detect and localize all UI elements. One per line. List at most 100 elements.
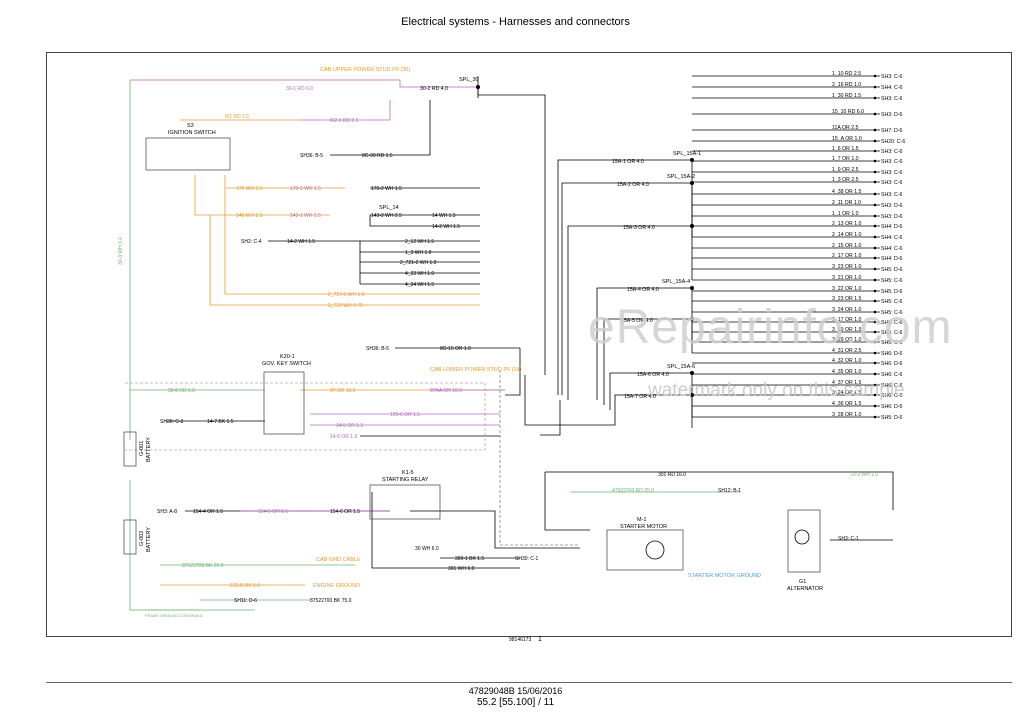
starter-motor-box <box>606 529 684 571</box>
wire-terminal-dot <box>873 96 877 100</box>
battery-1-label: BATTERY <box>146 437 152 462</box>
wire-label: I62-1 RD 2.5 <box>330 118 359 124</box>
wire-terminal-dot <box>873 139 877 143</box>
sheet-ref: SH6: D-6 <box>881 361 902 367</box>
sheet-ref: SH3: C-6 <box>881 96 902 102</box>
trunk-label: 15A-7 OR 4.0 <box>624 394 656 400</box>
sheet-ref: SH5: C-6 <box>881 330 902 336</box>
wire-140 <box>194 175 330 216</box>
wire-label: 2_721-2 WH 1.0 <box>400 260 437 266</box>
wire-id: 3_22 OR 1.0 <box>832 286 862 292</box>
wire-id: 4_32 OR 1.0 <box>832 358 862 364</box>
wire-terminal-dot <box>873 246 877 250</box>
sheet-ref: SH3: D-6 <box>881 112 902 118</box>
wire-label: 170-1 WH 1.5 <box>290 186 321 192</box>
wire-id: 3_17 OR 1.0 <box>832 317 862 323</box>
trunk-15a2 <box>561 182 692 395</box>
footer-page-ref: 55.2 [55.100] / 11 <box>476 697 555 708</box>
wire-label: 143-1 WH 1.5 <box>290 213 321 219</box>
trunk-15a4 <box>596 287 692 400</box>
starting-relay-box <box>369 484 441 520</box>
sheet-ref: SH3: C-6 <box>881 149 902 155</box>
wire-label: 14-2 WH 1.5 <box>287 239 315 245</box>
sheet-ref: SH4: D-6 <box>881 224 902 230</box>
wire-label: SH30: C-3 <box>160 419 184 425</box>
wire-301rd-top <box>545 471 894 510</box>
wire-label: 14-6 OR 1.5 <box>330 434 357 440</box>
trunk-15a7 <box>524 375 692 426</box>
wire-terminal-dot <box>873 415 877 419</box>
wire-terminal-dot <box>873 310 877 314</box>
wire-label: 170-2 WH 1.5 <box>371 186 402 192</box>
wire-30wh-b <box>371 492 520 569</box>
wire-label: 154-5 OR 1.5 <box>258 509 288 515</box>
splice-dot <box>690 317 694 321</box>
sheet-ref: SH5: C-6 <box>881 320 902 326</box>
trunk-15a1 <box>557 159 692 395</box>
wire-label: 87AA OR 10.0 <box>430 388 462 394</box>
wire-id: 3_19 OR 1.5 <box>832 327 862 333</box>
wire-terminal-dot <box>873 203 877 207</box>
wire-label: 14 WH 1.5 <box>432 213 456 219</box>
splice-dot <box>690 393 694 397</box>
sheet-ref: SH4: D-6 <box>881 256 902 262</box>
dash-key <box>125 382 486 451</box>
sheet-ref: SH6: D-6 <box>881 404 902 410</box>
splice-dot <box>476 85 480 89</box>
wire-label: 1_3 WH 1.0 <box>405 250 432 256</box>
wire-label: SH2: C-4 <box>241 239 262 245</box>
wire-label: ECLG BK 6.0 <box>230 583 260 589</box>
wire-id: 2_15 OR 1.0 <box>832 243 862 249</box>
sheet-ref: SH6: D-6 <box>881 351 902 357</box>
wire-30-1b <box>130 79 478 88</box>
wire-id: 3_24 OR 1.5 <box>832 390 862 396</box>
sheet-ref: SH4: C-6 <box>881 235 902 241</box>
wire-id: 1_7 OR 1.0 <box>832 156 859 162</box>
wire-label: 170 WH 1.5 <box>236 186 263 192</box>
wire-id: 4_38 OR 1.5 <box>832 189 862 195</box>
wire-terminal-dot <box>873 224 877 228</box>
wire-label: 2_723 WH 0.75 <box>328 303 363 309</box>
sheet-ref: SH3: C-6 <box>881 180 902 186</box>
wire-label: 8C-15 OR 1.0 <box>440 346 471 352</box>
trunk-30 <box>477 87 546 375</box>
sheet-number: 1 <box>538 636 542 643</box>
splice-dot <box>690 286 694 290</box>
splice-dot <box>690 181 694 185</box>
wire-label: 143-2 WH 2.5 <box>371 213 402 219</box>
wire-label: 47502200 RD 25.0 <box>612 488 654 494</box>
spl14-label: SPL_14 <box>379 205 399 211</box>
ignition-switch-box <box>145 137 231 171</box>
wire-terminal-dot <box>873 289 877 293</box>
wire-label: 14-5 OR 1.5 <box>336 423 363 429</box>
wire-label: 140 WH 2.5 <box>236 213 263 219</box>
sheet-ref: SH6: C-6 <box>881 383 902 389</box>
trunk-15a6 <box>609 372 692 410</box>
wire-label: 8C-30 RD 1.5 <box>362 153 393 159</box>
cab-lower-feed <box>505 348 521 396</box>
g1-name: ALTERNATOR <box>787 586 823 592</box>
wire-label: 4_33 WH 1.0 <box>405 271 434 277</box>
wire-id: 2_16 RD 1.0 <box>832 82 861 88</box>
splice-dot <box>690 158 694 162</box>
trunk-label: 15A-1 OR 4.0 <box>612 159 644 165</box>
gov-key-switch-box <box>263 371 305 435</box>
wire-label: SH11: D-6 <box>234 598 257 604</box>
wire-id: 3_23 OR 1.0 <box>832 264 862 270</box>
wire-id: 15_A OR 1.0 <box>832 136 862 142</box>
g1-id: G1 <box>799 579 806 585</box>
wire-8c30 <box>330 100 431 156</box>
sheet-ref: SH3: C-6 <box>881 74 902 80</box>
k20-name: GOV. KEY SWITCH <box>262 361 311 367</box>
wire-301rd <box>544 472 590 531</box>
wire-id: 2_17 OR 1.0 <box>832 253 862 259</box>
spl15a4-label: SPL_15A-4 <box>662 279 690 285</box>
wire-label: SH3: A-8 <box>157 509 177 515</box>
wire-terminal-dot <box>873 340 877 344</box>
diagram-frame <box>46 52 1012 637</box>
trunk-15a3 <box>567 225 692 400</box>
wire-terminal-dot <box>873 235 877 239</box>
wire-id: 1_30 RD 1.5 <box>832 93 861 99</box>
wire-terminal-dot <box>873 393 877 397</box>
